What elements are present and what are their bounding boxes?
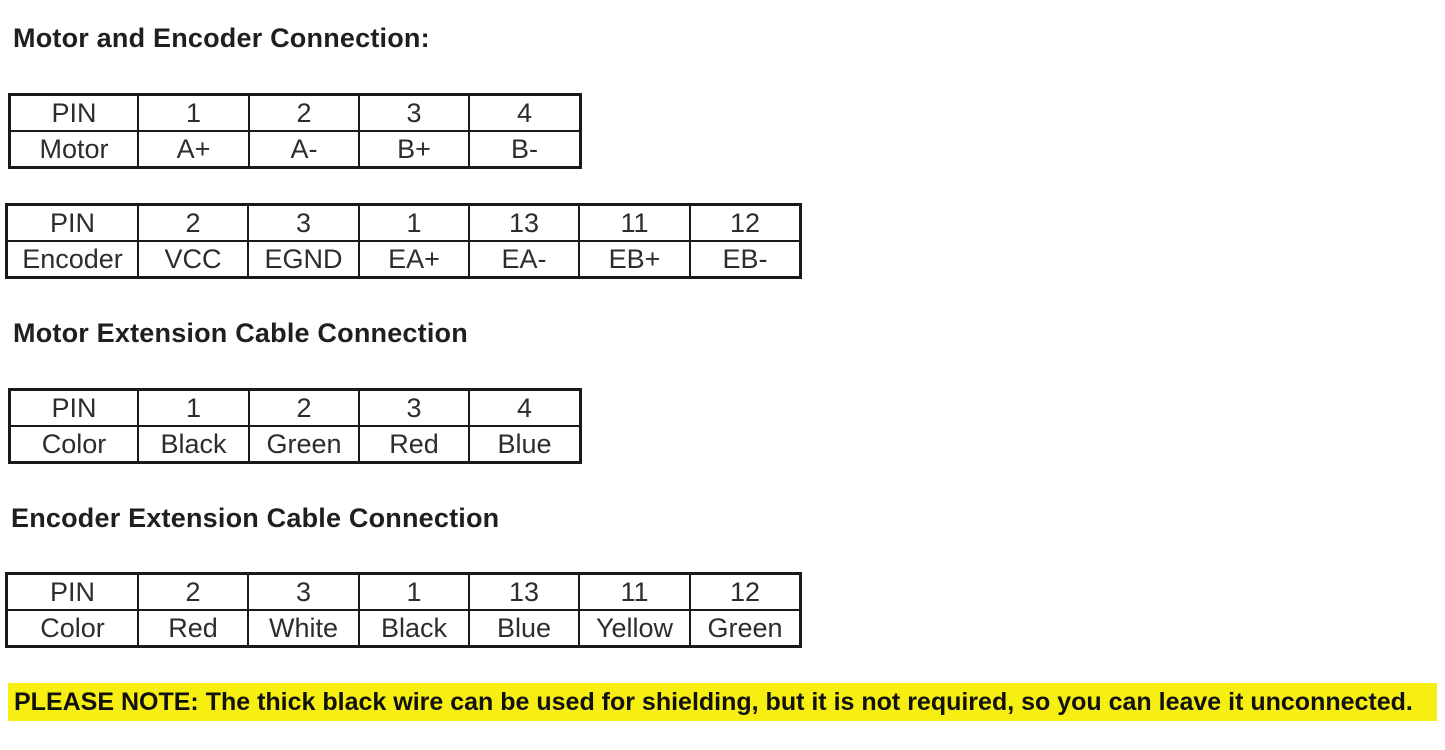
table-cell: B+ (358, 130, 470, 169)
table-cell: EGND (247, 240, 360, 279)
heading-motor-encoder-connection: Motor and Encoder Connection: (13, 23, 430, 53)
table-cell: 3 (358, 93, 470, 132)
table-cell: 12 (689, 203, 802, 242)
table-row: PIN 1 2 3 4 (8, 388, 582, 427)
table-cell: White (247, 609, 360, 648)
table-cell: EB+ (578, 240, 691, 279)
table-cell: A- (248, 130, 360, 169)
highlighted-note: PLEASE NOTE: The thick black wire can be… (8, 683, 1437, 721)
table-cell: EA- (468, 240, 580, 279)
table-cell: EB- (689, 240, 802, 279)
table-cell: Green (248, 425, 360, 464)
table-cell: 11 (578, 572, 691, 611)
table-cell: Color (8, 425, 139, 464)
table-cell: Black (358, 609, 470, 648)
table-cell: 3 (247, 203, 360, 242)
table-cell: 4 (468, 93, 582, 132)
table-cell: PIN (8, 388, 139, 427)
table-cell: A+ (137, 130, 250, 169)
table-cell: Black (137, 425, 250, 464)
table-cell: 1 (137, 93, 250, 132)
encoder-extension-cable-table: PIN 2 3 1 13 11 12 Color Red White Black… (5, 572, 802, 648)
table-cell: Yellow (578, 609, 691, 648)
table-row: PIN 2 3 1 13 11 12 (5, 203, 802, 242)
encoder-connection-table: PIN 2 3 1 13 11 12 Encoder VCC EGND EA+ … (5, 203, 802, 279)
table-cell: EA+ (358, 240, 470, 279)
table-cell: Red (137, 609, 249, 648)
table-cell: 1 (358, 572, 470, 611)
table-cell: Color (5, 609, 139, 648)
table-cell: 3 (247, 572, 360, 611)
table-cell: 2 (248, 388, 360, 427)
table-row: PIN 2 3 1 13 11 12 (5, 572, 802, 611)
table-row: Encoder VCC EGND EA+ EA- EB+ EB- (5, 240, 802, 279)
table-row: PIN 1 2 3 4 (8, 93, 582, 132)
table-cell: 1 (358, 203, 470, 242)
table-cell: 1 (137, 388, 250, 427)
table-row: Color Black Green Red Blue (8, 425, 582, 464)
table-row: Motor A+ A- B+ B- (8, 130, 582, 169)
table-cell: 3 (358, 388, 470, 427)
motor-extension-cable-table: PIN 1 2 3 4 Color Black Green Red Blue (8, 388, 582, 464)
table-cell: 2 (248, 93, 360, 132)
heading-encoder-extension-cable: Encoder Extension Cable Connection (11, 503, 500, 533)
table-cell: Green (689, 609, 802, 648)
note-text: PLEASE NOTE: The thick black wire can be… (14, 687, 1413, 716)
table-cell: Encoder (5, 240, 139, 279)
heading-motor-extension-cable: Motor Extension Cable Connection (13, 318, 468, 348)
table-cell: 11 (578, 203, 691, 242)
table-cell: 4 (468, 388, 582, 427)
table-cell: 2 (137, 203, 249, 242)
table-cell: 13 (468, 572, 580, 611)
table-cell: Blue (468, 609, 580, 648)
table-cell: 13 (468, 203, 580, 242)
table-cell: B- (468, 130, 582, 169)
table-row: Color Red White Black Blue Yellow Green (5, 609, 802, 648)
table-cell: VCC (137, 240, 249, 279)
table-cell: PIN (5, 203, 139, 242)
table-cell: 2 (137, 572, 249, 611)
table-cell: PIN (8, 93, 139, 132)
table-cell: Motor (8, 130, 139, 169)
table-cell: PIN (5, 572, 139, 611)
motor-connection-table: PIN 1 2 3 4 Motor A+ A- B+ B- (8, 93, 582, 169)
table-cell: 12 (689, 572, 802, 611)
table-cell: Blue (468, 425, 582, 464)
table-cell: Red (358, 425, 470, 464)
